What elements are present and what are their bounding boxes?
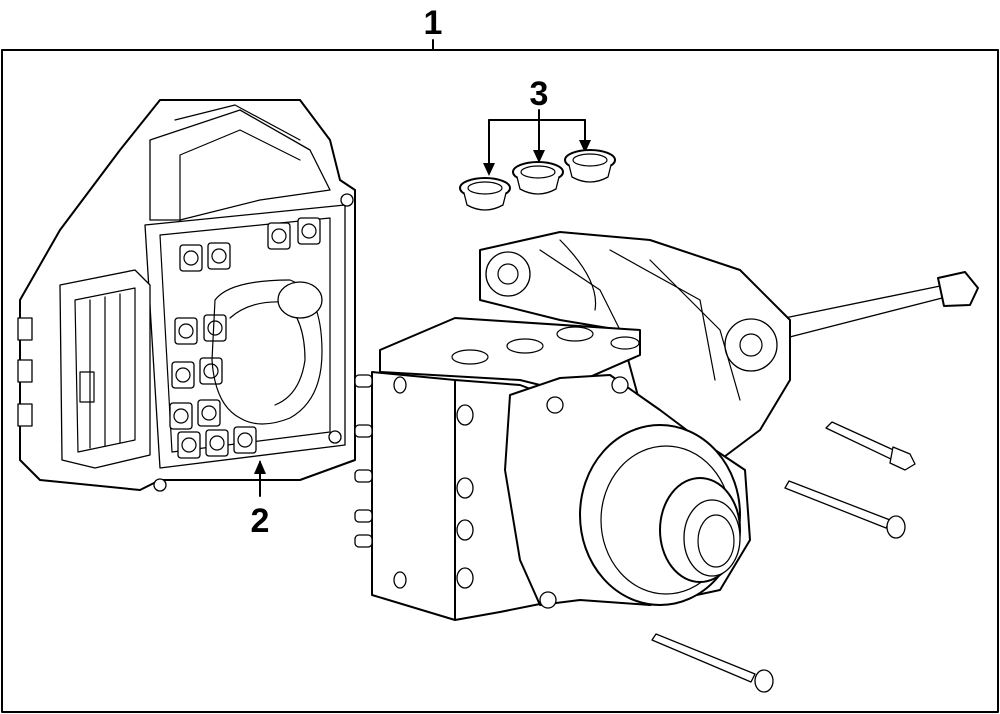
assembly-frame: [1, 39, 999, 713]
callout-1[interactable]: 1: [424, 4, 443, 42]
seal-rings: [459, 109, 616, 211]
hydraulic-unit-drawing: [354, 231, 979, 621]
bolts-drawing: [651, 421, 916, 693]
callout-3[interactable]: 3: [530, 75, 549, 113]
control-module-drawing: [17, 99, 356, 497]
callout-2[interactable]: 2: [251, 502, 270, 540]
